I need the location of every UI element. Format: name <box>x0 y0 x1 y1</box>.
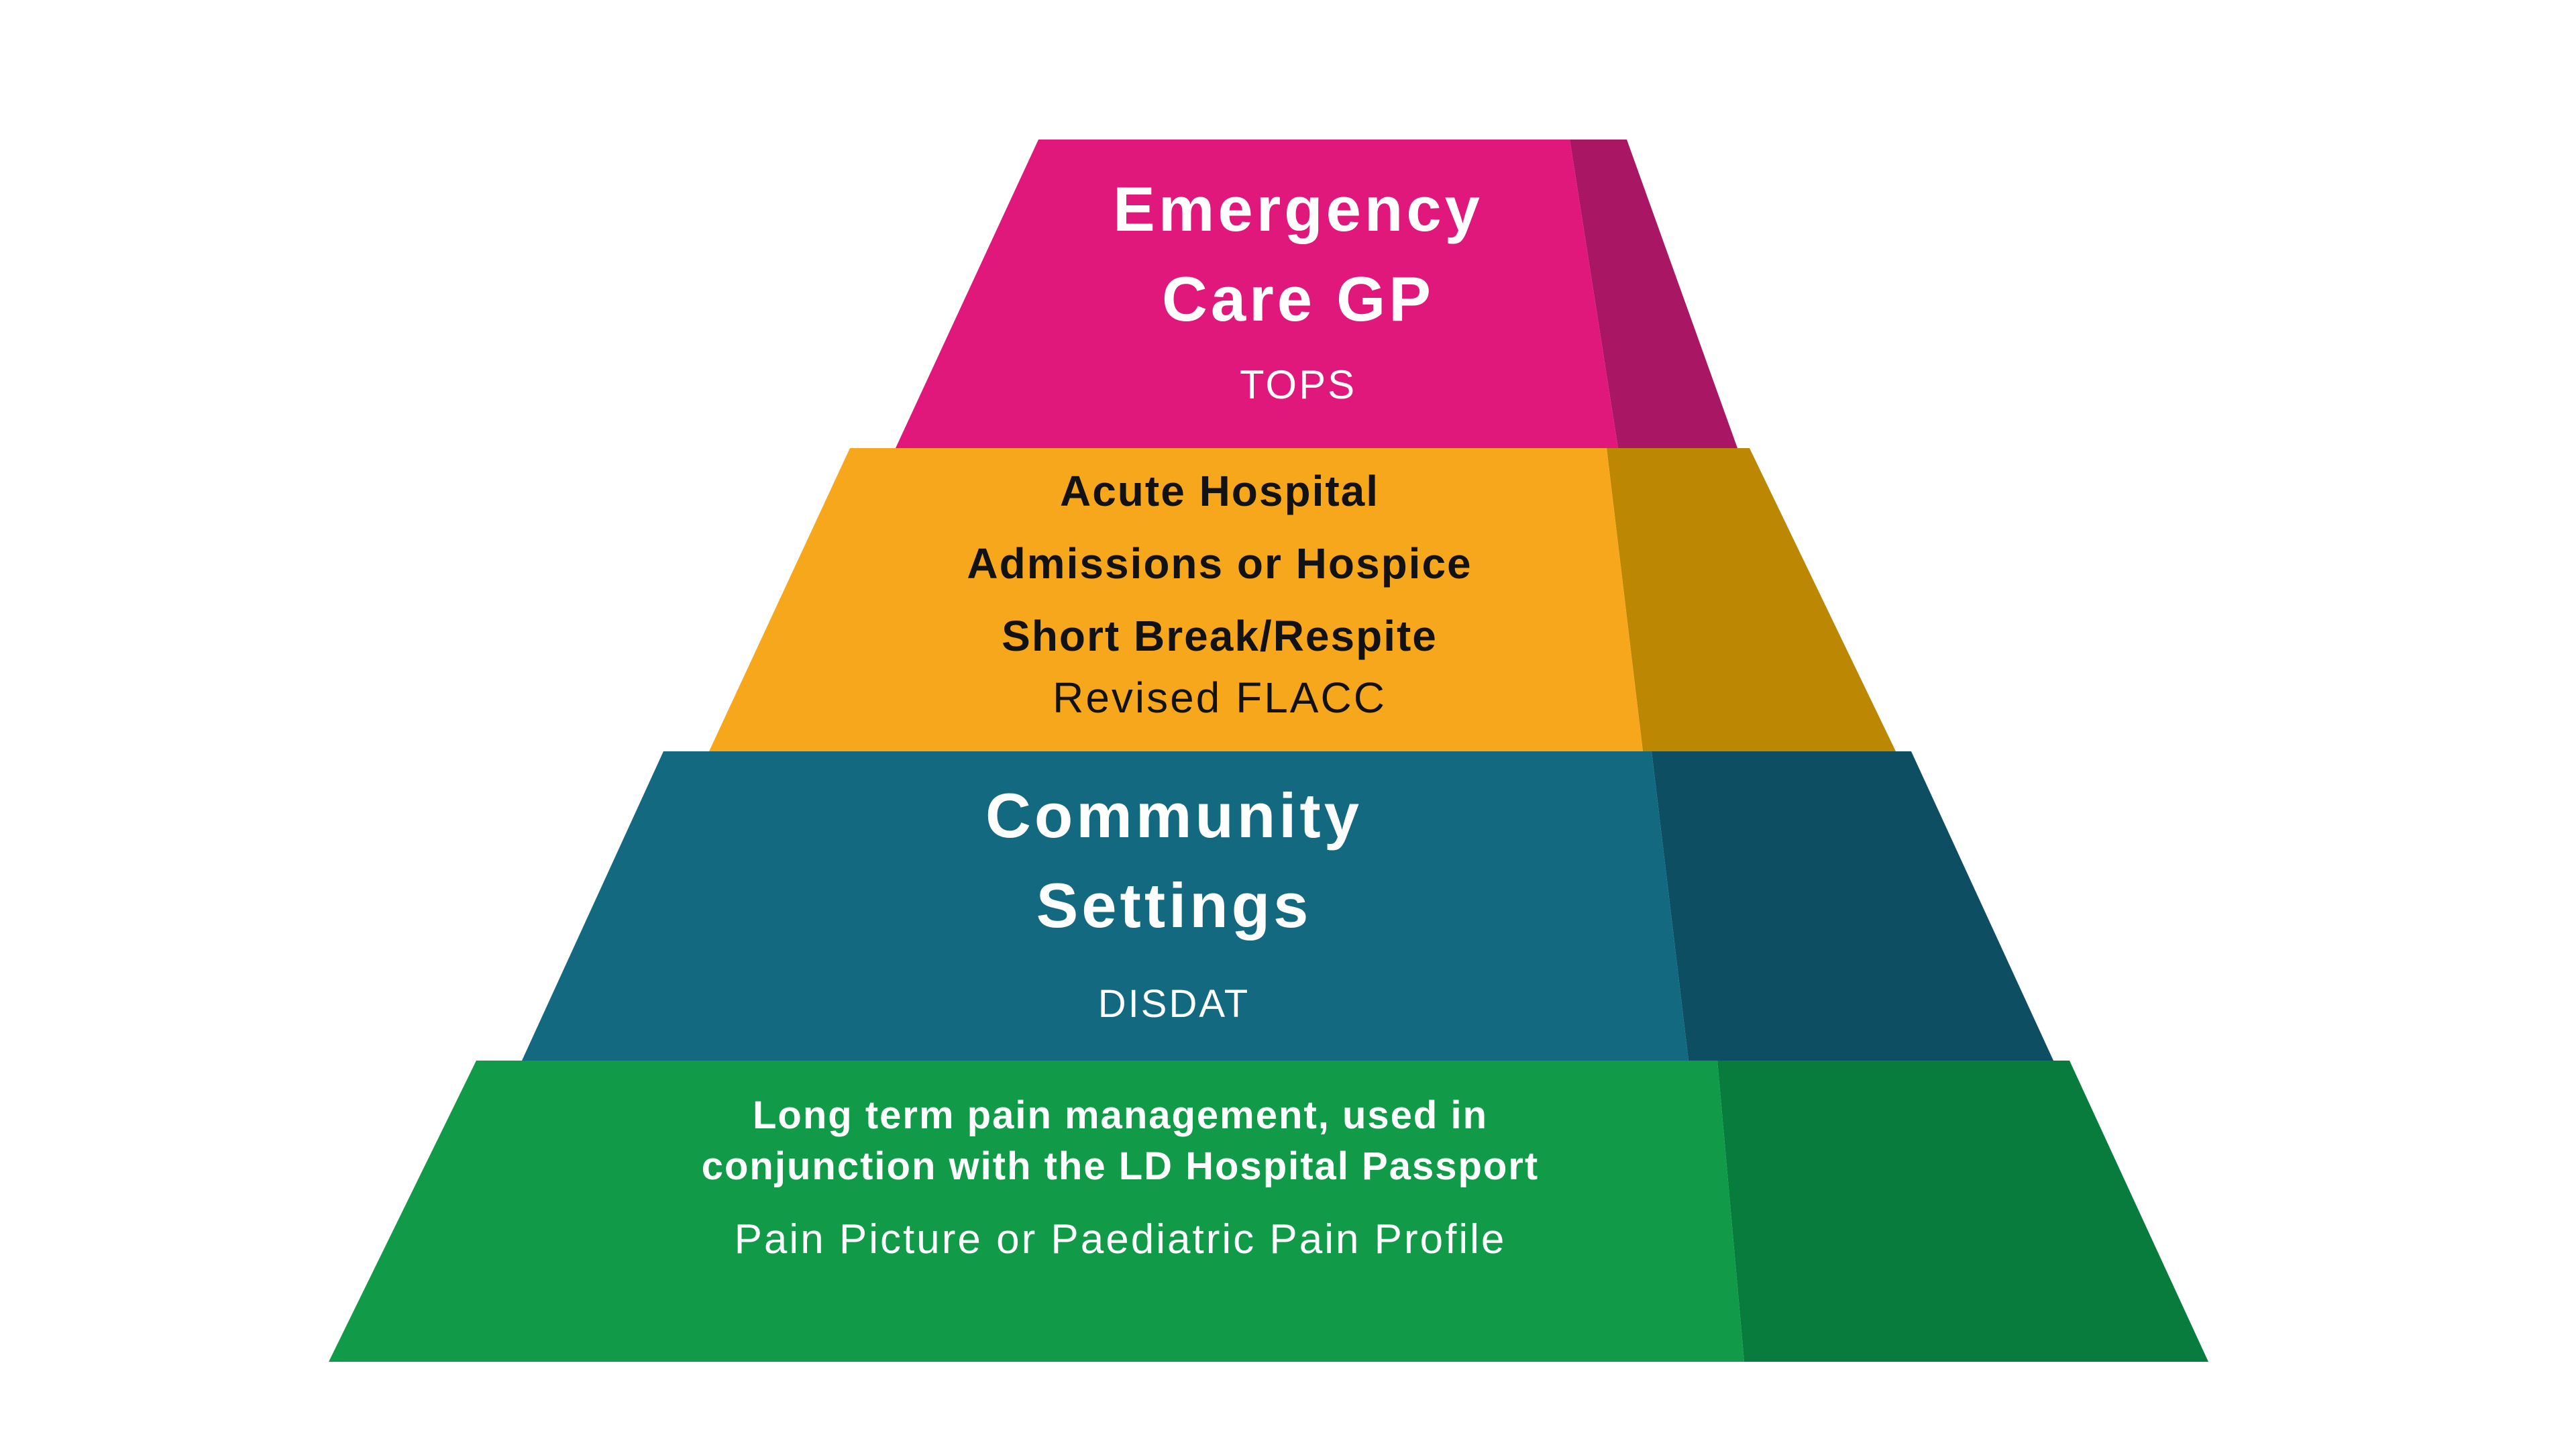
tier-2-front-face <box>709 448 1643 751</box>
tier-2-title-line-2: Admissions or Hospice <box>967 539 1472 588</box>
tier-long-term-pain-management: Long term pain management, used in conju… <box>329 1061 2208 1362</box>
tier-3-front-face <box>522 751 1688 1061</box>
tier-4-front-face <box>329 1061 1744 1362</box>
tier-2-side-face <box>1607 448 1896 751</box>
tier-4-side-face <box>1717 1061 2208 1362</box>
tier-2-title-line-1: Acute Hospital <box>1060 467 1379 515</box>
tier-3-tool-label: DISDAT <box>1098 982 1250 1026</box>
tier-3-title-line-2: Settings <box>1036 870 1312 941</box>
tier-3-side-face <box>1652 751 2053 1061</box>
tier-4-tool-label: Pain Picture or Paediatric Pain Profile <box>735 1216 1507 1263</box>
tier-1-front-face <box>896 140 1618 448</box>
tier-1-side-face <box>1570 140 1737 448</box>
tier-3-title-line-1: Community <box>985 780 1362 851</box>
tier-1-tool-label: TOPS <box>1240 362 1356 407</box>
tier-2-title-line-3: Short Break/Respite <box>1002 612 1438 660</box>
tier-4-title-line-2: conjunction with the LD Hospital Passpor… <box>702 1144 1540 1188</box>
tier-1-title-line-2: Care GP <box>1162 264 1434 334</box>
tier-emergency-care-gp: Emergency Care GP TOPS <box>896 140 1737 448</box>
tier-community-settings: Community Settings DISDAT <box>522 751 2053 1061</box>
tier-acute-hospital-hospice: Acute Hospital Admissions or Hospice Sho… <box>709 448 1896 751</box>
tier-1-title-line-1: Emergency <box>1113 174 1483 244</box>
tier-2-tool-label: Revised FLACC <box>1053 674 1387 722</box>
tier-4-title-line-1: Long term pain management, used in <box>753 1093 1488 1137</box>
